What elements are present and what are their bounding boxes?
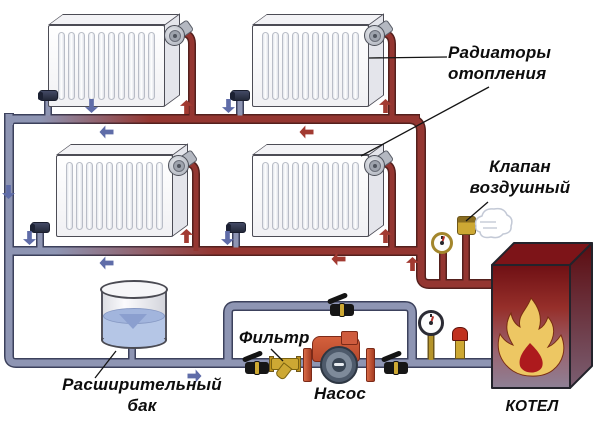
return-fitting-icon bbox=[226, 222, 246, 233]
pointer-lines bbox=[94, 56, 490, 379]
return-fitting-icon bbox=[30, 222, 50, 233]
expansion-tank bbox=[100, 280, 168, 360]
thermostatic-valve-icon bbox=[164, 19, 195, 49]
boiler-label: КОТЕЛ bbox=[505, 398, 559, 415]
air-valve-label: Клапан воздушный bbox=[469, 157, 571, 197]
thermostatic-valve-icon bbox=[168, 149, 199, 179]
flame-icon bbox=[497, 297, 565, 377]
filter-strainer-icon bbox=[269, 352, 302, 384]
radiator-top-left bbox=[48, 13, 180, 108]
flame-core-icon bbox=[519, 343, 543, 373]
circulation-pump bbox=[300, 330, 380, 388]
pressure-gauge-return bbox=[418, 310, 444, 336]
pressure-gauge-supply bbox=[431, 232, 453, 254]
expansion-tank-label: Расширительный бак bbox=[62, 375, 222, 415]
pipe-fills bbox=[5, 30, 492, 367]
return-fitting-icon bbox=[230, 90, 250, 101]
safety-valve-icon bbox=[451, 327, 471, 363]
radiators-label: Радиаторы отопления bbox=[448, 43, 552, 83]
thermostatic-valve-icon bbox=[364, 149, 395, 179]
thermostatic-valve-icon bbox=[364, 19, 395, 49]
radiator-top-right bbox=[252, 13, 384, 108]
ball-valve-icon bbox=[241, 350, 272, 378]
filter-label: Фильтр bbox=[239, 328, 310, 347]
ball-valve-icon bbox=[326, 292, 357, 320]
radiator-ribs bbox=[56, 32, 157, 100]
radiator-bottom-right bbox=[252, 143, 384, 237]
pump-label: Насос bbox=[314, 384, 367, 403]
radiator-front-face bbox=[48, 25, 165, 107]
ball-valve-icon bbox=[380, 350, 411, 378]
radiator-bottom-left bbox=[56, 143, 188, 237]
water-vortex bbox=[119, 314, 147, 329]
return-fitting-icon bbox=[38, 90, 58, 101]
steam-cloud-icon bbox=[474, 207, 513, 239]
